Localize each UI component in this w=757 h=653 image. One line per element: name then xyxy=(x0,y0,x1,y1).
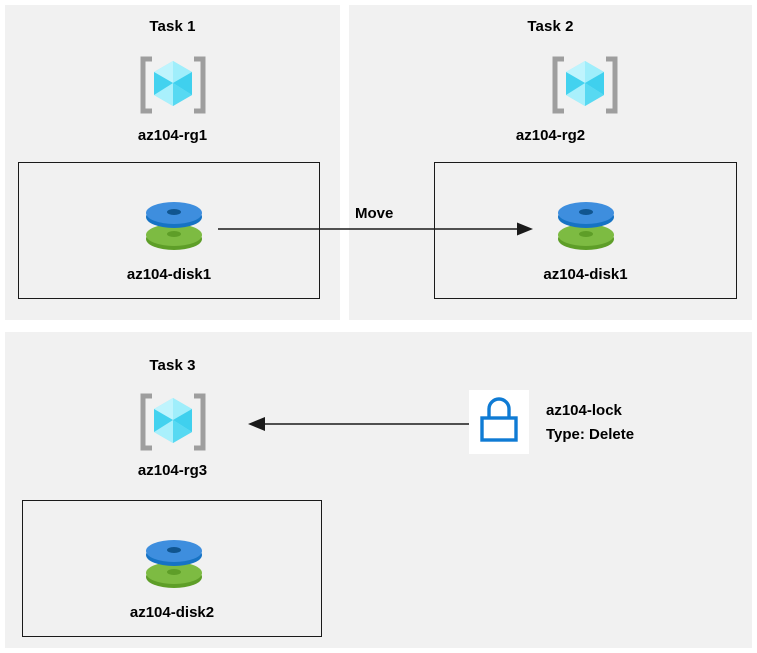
task3-disk-label: az104-disk2 xyxy=(129,604,215,621)
task3-resource-group-label: az104-rg3 xyxy=(137,462,208,479)
managed-disk-icon xyxy=(146,540,202,588)
panel-task3 xyxy=(5,332,752,648)
task2-disk-label: az104-disk1 xyxy=(543,266,628,283)
task1-title: Task 1 xyxy=(149,18,196,35)
task3-resource-box xyxy=(22,500,322,637)
resource-group-cube-icon xyxy=(552,56,618,114)
managed-disk-icon xyxy=(558,202,614,250)
task1-disk-label: az104-disk1 xyxy=(126,266,212,283)
task1-resource-group-label: az104-rg1 xyxy=(137,127,208,144)
task1-resource-box xyxy=(18,162,320,299)
move-arrow xyxy=(218,222,533,236)
task3-title: Task 3 xyxy=(149,357,196,374)
task2-resource-group-label: az104-rg2 xyxy=(515,127,586,144)
task2-title: Task 2 xyxy=(527,18,574,35)
resource-group-cube-icon xyxy=(140,56,206,114)
move-label: Move xyxy=(355,205,394,222)
padlock-icon xyxy=(480,397,518,442)
task2-resource-box xyxy=(434,162,737,299)
resource-group-cube-icon xyxy=(140,393,206,451)
lock-type-label: Type: Delete xyxy=(546,426,635,443)
managed-disk-icon xyxy=(146,202,202,250)
lock-arrow xyxy=(248,417,472,431)
lock-name-label: az104-lock xyxy=(546,402,622,419)
